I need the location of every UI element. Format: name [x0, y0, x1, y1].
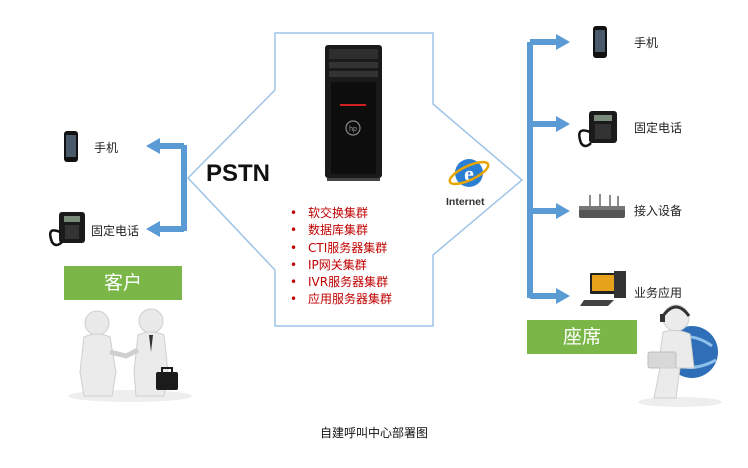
agent-desk-phone-label: 固定电话: [634, 121, 683, 135]
customer-desk-phone-icon: [49, 212, 85, 247]
feature-item: •IP网关集群: [290, 257, 392, 274]
agent-application-label: 业务应用: [634, 286, 683, 300]
feature-item: •软交换集群: [290, 205, 392, 222]
agent-mobile-phone-icon: [593, 26, 607, 58]
customer-group-box: 客户: [64, 266, 182, 300]
agent-desk-phone-icon: [578, 111, 617, 148]
bullet-icon: •: [290, 257, 298, 272]
svg-text:hp: hp: [349, 126, 357, 133]
customer-mobile-phone-icon: [64, 131, 78, 162]
customer-desk-phone-label: 固定电话: [91, 224, 140, 238]
agent-bracket: [527, 34, 570, 304]
svg-text:e: e: [464, 161, 474, 186]
agent-computer-icon: [580, 271, 626, 306]
bullet-icon: •: [290, 240, 298, 255]
feature-item: •数据库集群: [290, 222, 392, 239]
agent-mobile-label: 手机: [634, 36, 659, 50]
internet-globe-icon: e: [448, 159, 490, 187]
center-feature-list: •软交换集群 •数据库集群 •CTI服务器集群 •IP网关集群 •IVR服务器集…: [290, 205, 392, 309]
internet-label: Internet: [446, 196, 485, 208]
bullet-icon: •: [290, 292, 298, 307]
agent-router-label: 接入设备: [634, 204, 683, 218]
pstn-label: PSTN: [206, 160, 271, 187]
customer-bracket: [146, 138, 187, 237]
agent-group-box: 座席: [527, 320, 637, 354]
bullet-icon: •: [290, 275, 298, 290]
diagram-caption: 自建呼叫中心部署图: [319, 426, 428, 440]
bullet-icon: •: [290, 223, 298, 238]
agent-router-icon: [579, 194, 625, 218]
feature-item: •应用服务器集群: [290, 291, 392, 308]
server-tower-icon: hp: [325, 45, 382, 181]
handshake-illustration: [68, 308, 192, 402]
feature-item: •IVR服务器集群: [290, 274, 392, 291]
agent-headset-illustration: [638, 304, 722, 407]
bullet-icon: •: [290, 206, 298, 220]
feature-item: •CTI服务器集群: [290, 240, 392, 257]
customer-mobile-label: 手机: [94, 141, 119, 155]
